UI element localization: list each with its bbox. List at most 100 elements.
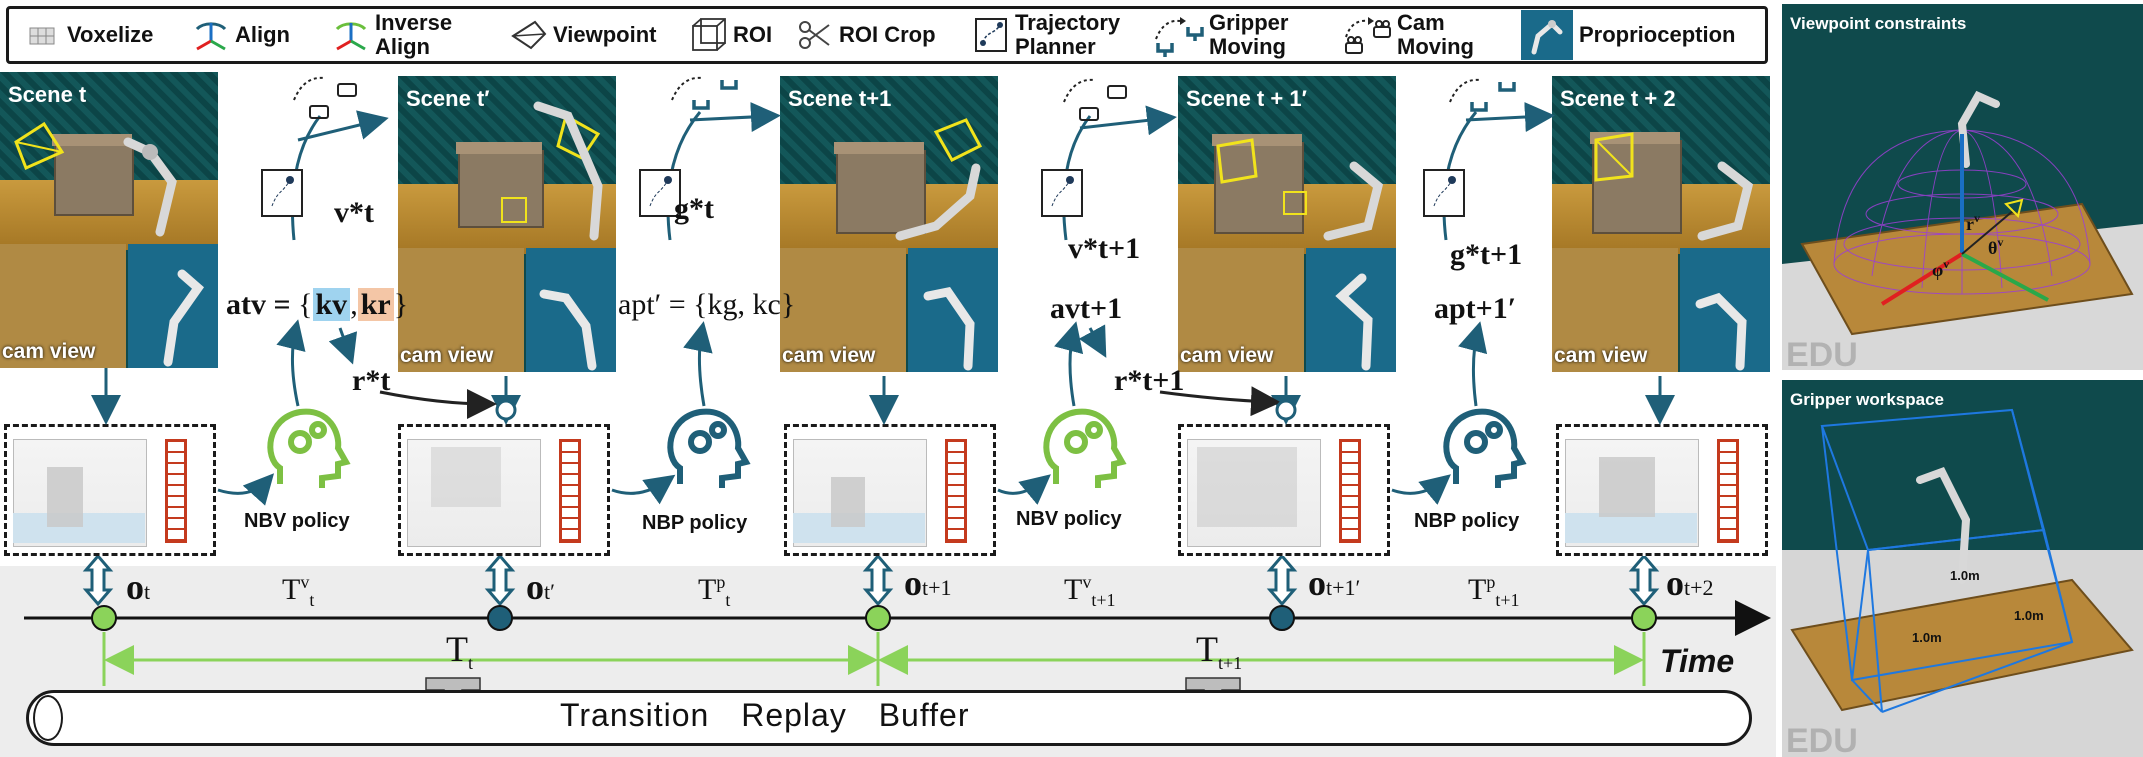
timestep-node [91,605,117,631]
voxel-occupied [1197,447,1297,527]
legend-gripper-moving: Gripper Moving [1149,9,1299,61]
policy-head-icon [267,408,351,488]
legend-roi: ROI [685,9,772,61]
trajectory-planner-icon [639,169,681,217]
kr-term: kr [357,288,394,321]
policy-label: NBP policy [642,512,748,534]
voxel-occupied [47,467,83,527]
proprioception-view [128,244,218,368]
panel-title: Viewpoint constraints [1790,14,1967,33]
scissors-icon [791,13,839,57]
cam-view-label: cam view [400,344,494,367]
T-subscript: t [309,590,315,610]
T-superscript: p [716,572,726,592]
trajectory-planner-icon [261,169,303,217]
watermark: EDU [1786,722,1858,757]
viewpoint-target: v*t+1 [1068,232,1141,265]
policy-head-icon [667,408,751,488]
policy-label: NBV policy [1016,508,1122,530]
scene-title: Scene t+1 [788,86,892,111]
cam-view: cam view [780,248,906,372]
cam-moving-icon [1339,13,1397,57]
proprioception-view [1680,248,1770,372]
roi-node [1275,399,1297,421]
T-symbol: T [1064,573,1083,606]
replay-buffer-cylinder [26,690,1752,746]
legend-label: Gripper Moving [1209,10,1289,59]
proprioception-vector [945,439,967,543]
proprioception-vector [165,439,187,543]
cam-view: cam view [1178,248,1304,372]
obs-subscript: t+1 [922,575,952,600]
kv-term: kv [312,288,351,321]
observation-label: ot [126,566,150,608]
dimension-label: 1.0m [1950,568,1980,583]
voxel-observation-panel [1178,424,1390,556]
align-icon [187,13,235,57]
legend-roi-crop: ROI Crop [791,9,936,61]
legend-label: Voxelize [67,22,154,47]
scene-panel: Scene t cam view [0,72,218,368]
cabinet-top [456,142,542,154]
T-subscript: t [725,590,731,610]
T-symbol: T [282,573,301,606]
legend-trajectory-planner: Trajectory Planner [967,9,1135,61]
scene-panel: Scene t+1 cam view [780,76,998,372]
transition-label: Tpt+1 [1468,572,1519,611]
scene-title: Scene t [8,82,87,107]
rv-symbol: rv [1966,211,1980,234]
legend-label: Trajectory Planner [1015,10,1121,59]
timestep-node [1269,605,1295,631]
span-label: Tt+1 [1196,628,1242,674]
scene-panel: Scene t + 2 cam view [1552,76,1770,372]
legend-bar: Voxelize Align Inverse Align Viewpoint R… [6,6,1768,64]
cam-moving-icon [293,76,357,119]
legend-label: Proprioception [1579,22,1736,47]
proprioception-view [526,248,616,372]
roi-target: r*t+1 [1114,364,1185,397]
T-symbol: T [446,629,468,669]
viewpoint-frustum [14,121,177,237]
T-subscript: t [468,653,474,674]
cabinet-top [1590,132,1680,144]
legend-proprioception: Proprioception [1521,9,1735,61]
T-superscript: v [300,572,310,592]
T-subscript: t+1 [1495,590,1520,610]
voxel-floor [1565,513,1697,543]
proprioception-vector [1339,439,1361,543]
proprioception-view [908,248,998,372]
legend-label: Align [235,22,290,47]
transition-label: Tpt [698,572,730,611]
cabinet-top [834,142,924,154]
scene-title: Scene t′ [406,86,490,111]
cam-view-label: cam view [2,340,96,363]
obs-subscript: t [144,579,151,604]
scene-panel: Scene t′ cam view [398,76,616,372]
voxel-observation-panel [784,424,996,556]
observation-label: ot+2 [1666,562,1714,604]
cam-view: cam view [398,248,524,372]
timestep-node [487,605,513,631]
cam-moving-icon [1063,78,1127,121]
cylinder-cap [33,695,63,741]
viewpoint-constraints-panel: rv θv φv EDU Viewpoint constraints [1782,4,2143,370]
viewpoint-frustum [501,101,603,241]
trajectory-planner-icon [1423,169,1465,217]
viewpoint-frustum [1216,138,1384,241]
phi-symbol: φv [1932,257,1949,280]
cam-view-label: cam view [1180,344,1274,367]
legend-inverse-align: Inverse Align [327,9,465,61]
policy-label: NBV policy [244,510,350,532]
voxel-observation-panel [1556,424,1768,556]
roi-node [495,399,517,421]
cabinet-top [52,134,132,146]
viewpoint-target: v*t [334,196,374,229]
inverse-align-icon [327,13,375,57]
proprioception-view [1306,248,1396,372]
voxel-occupied [431,447,501,507]
obs-symbol: o [1308,563,1326,603]
obs-subscript: t+2 [1684,575,1714,600]
proprioception-icon [1521,10,1573,60]
action-set-open: { [298,288,313,321]
action-formula: apt′ = {kg, kc} [618,288,796,321]
